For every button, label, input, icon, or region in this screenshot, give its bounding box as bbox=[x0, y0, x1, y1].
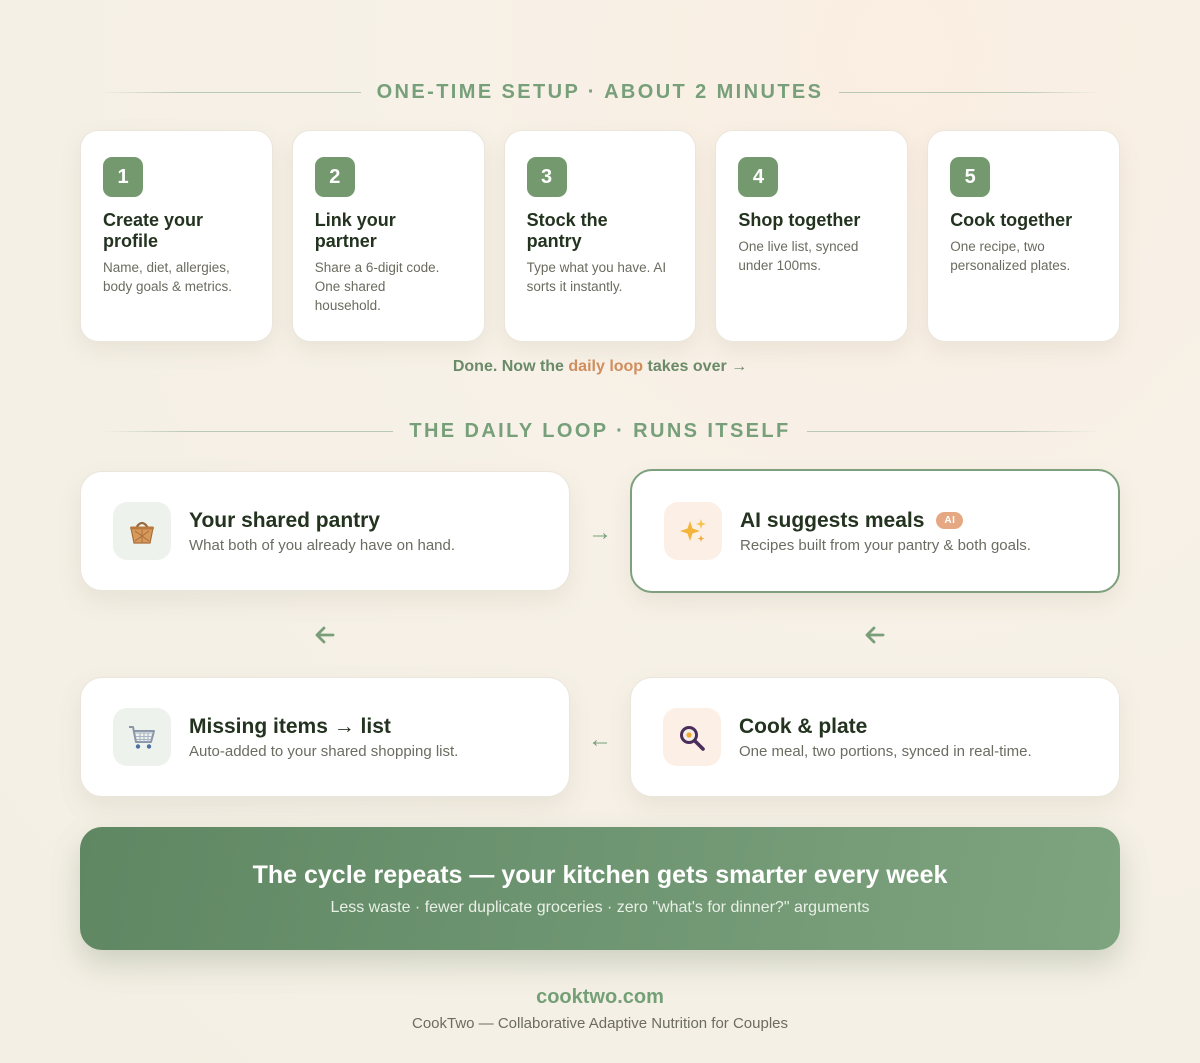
divider-right bbox=[806, 430, 1100, 432]
step-number-badge: 3 bbox=[526, 157, 567, 197]
transition-note-prefix: Done. Now the bbox=[452, 358, 569, 375]
step-card-4: 4 Shop together One live list, synced un… bbox=[715, 130, 909, 342]
basket-icon bbox=[113, 502, 171, 560]
loop-card-subtitle: One meal, two portions, synced in real-t… bbox=[739, 742, 1032, 760]
footer-url[interactable]: cooktwo.com bbox=[536, 986, 664, 1008]
ai-badge: AI bbox=[936, 512, 964, 529]
step-number-badge: 1 bbox=[103, 157, 143, 197]
setup-heading-label: ONE-TIME SETUP · ABOUT 2 MINUTES bbox=[376, 80, 824, 103]
loop-card-subtitle: Auto-added to your shared shopping list. bbox=[189, 742, 459, 760]
step-number-badge: 4 bbox=[738, 157, 779, 197]
loop-card-subtitle: What both of you already have on hand. bbox=[189, 536, 456, 554]
step-title: Stock the pantry bbox=[526, 210, 608, 251]
loop-card-title: Cook & plate bbox=[739, 714, 868, 738]
loop-card-title: Missing items → list bbox=[189, 714, 391, 738]
loop-card-title: AI suggests meals bbox=[740, 508, 925, 532]
loop-card-title: Your shared pantry bbox=[189, 508, 380, 532]
footer-tagline: CookTwo — Collaborative Adaptive Nutriti… bbox=[411, 1015, 789, 1032]
loop-heading-label: THE DAILY LOOP · RUNS ITSELF bbox=[409, 419, 791, 442]
shopping-cart-icon bbox=[113, 708, 171, 766]
step-title: Shop together bbox=[738, 210, 861, 230]
step-card-2: 2 Link your partner Share a 6-digit code… bbox=[291, 130, 485, 342]
loop-card-subtitle: Recipes built from your pantry & both go… bbox=[740, 536, 1031, 554]
loop-card-ai-suggests: AI suggests meals AI Recipes built from y… bbox=[630, 469, 1120, 593]
arrow-left-icon bbox=[863, 623, 887, 652]
setup-section-heading: ONE-TIME SETUP · ABOUT 2 MINUTES bbox=[100, 77, 1101, 107]
divider-left bbox=[100, 430, 394, 432]
divider-left bbox=[100, 91, 361, 93]
loop-section-heading: THE DAILY LOOP · RUNS ITSELF bbox=[100, 416, 1100, 446]
step-title: Create your profile bbox=[103, 210, 204, 251]
cycle-banner: The cycle repeats — your kitchen gets sm… bbox=[80, 827, 1120, 950]
step-description: One recipe, two personalized plates. bbox=[950, 239, 1071, 273]
sparkles-icon bbox=[664, 502, 722, 560]
transition-note: Done. Now the daily loop takes over → bbox=[0, 358, 1200, 376]
step-card-1: 1 Create your profile Name, diet, allerg… bbox=[80, 130, 273, 342]
transition-note-suffix: takes over → bbox=[643, 358, 748, 375]
frying-pan-icon bbox=[663, 708, 721, 766]
step-title: Cook together bbox=[950, 210, 1073, 230]
setup-steps: 1 Create your profile Name, diet, allerg… bbox=[80, 130, 1120, 342]
arrow-left-icon bbox=[313, 623, 337, 652]
loop-card-cook-plate: Cook & plate One meal, two portions, syn… bbox=[630, 677, 1120, 797]
loop-card-missing-items: Missing items → list Auto-added to your … bbox=[80, 677, 570, 797]
step-card-5: 5 Cook together One recipe, two personal… bbox=[927, 130, 1120, 342]
step-description: Share a 6-digit code. One shared househo… bbox=[314, 260, 440, 313]
banner-subline: Less waste · fewer duplicate groceries ·… bbox=[330, 899, 870, 916]
loop-card-pantry: Your shared pantry What both of you alre… bbox=[80, 471, 570, 591]
transition-note-accent: daily loop bbox=[568, 358, 644, 375]
step-number-badge: 2 bbox=[314, 157, 355, 197]
step-description: Name, diet, allergies, body goals & metr… bbox=[103, 260, 233, 294]
step-description: One live list, synced under 100ms. bbox=[738, 239, 859, 273]
banner-headline: The cycle repeats — your kitchen gets sm… bbox=[252, 861, 948, 889]
step-card-3: 3 Stock the pantry Type what you have. A… bbox=[503, 130, 697, 342]
step-number-badge: 5 bbox=[950, 157, 991, 197]
step-title: Link your partner bbox=[314, 210, 396, 251]
arrow-right: → bbox=[588, 519, 612, 546]
divider-right bbox=[839, 91, 1101, 93]
arrow-left: ← bbox=[588, 726, 612, 753]
step-description: Type what you have. AI sorts it instantl… bbox=[526, 260, 667, 294]
